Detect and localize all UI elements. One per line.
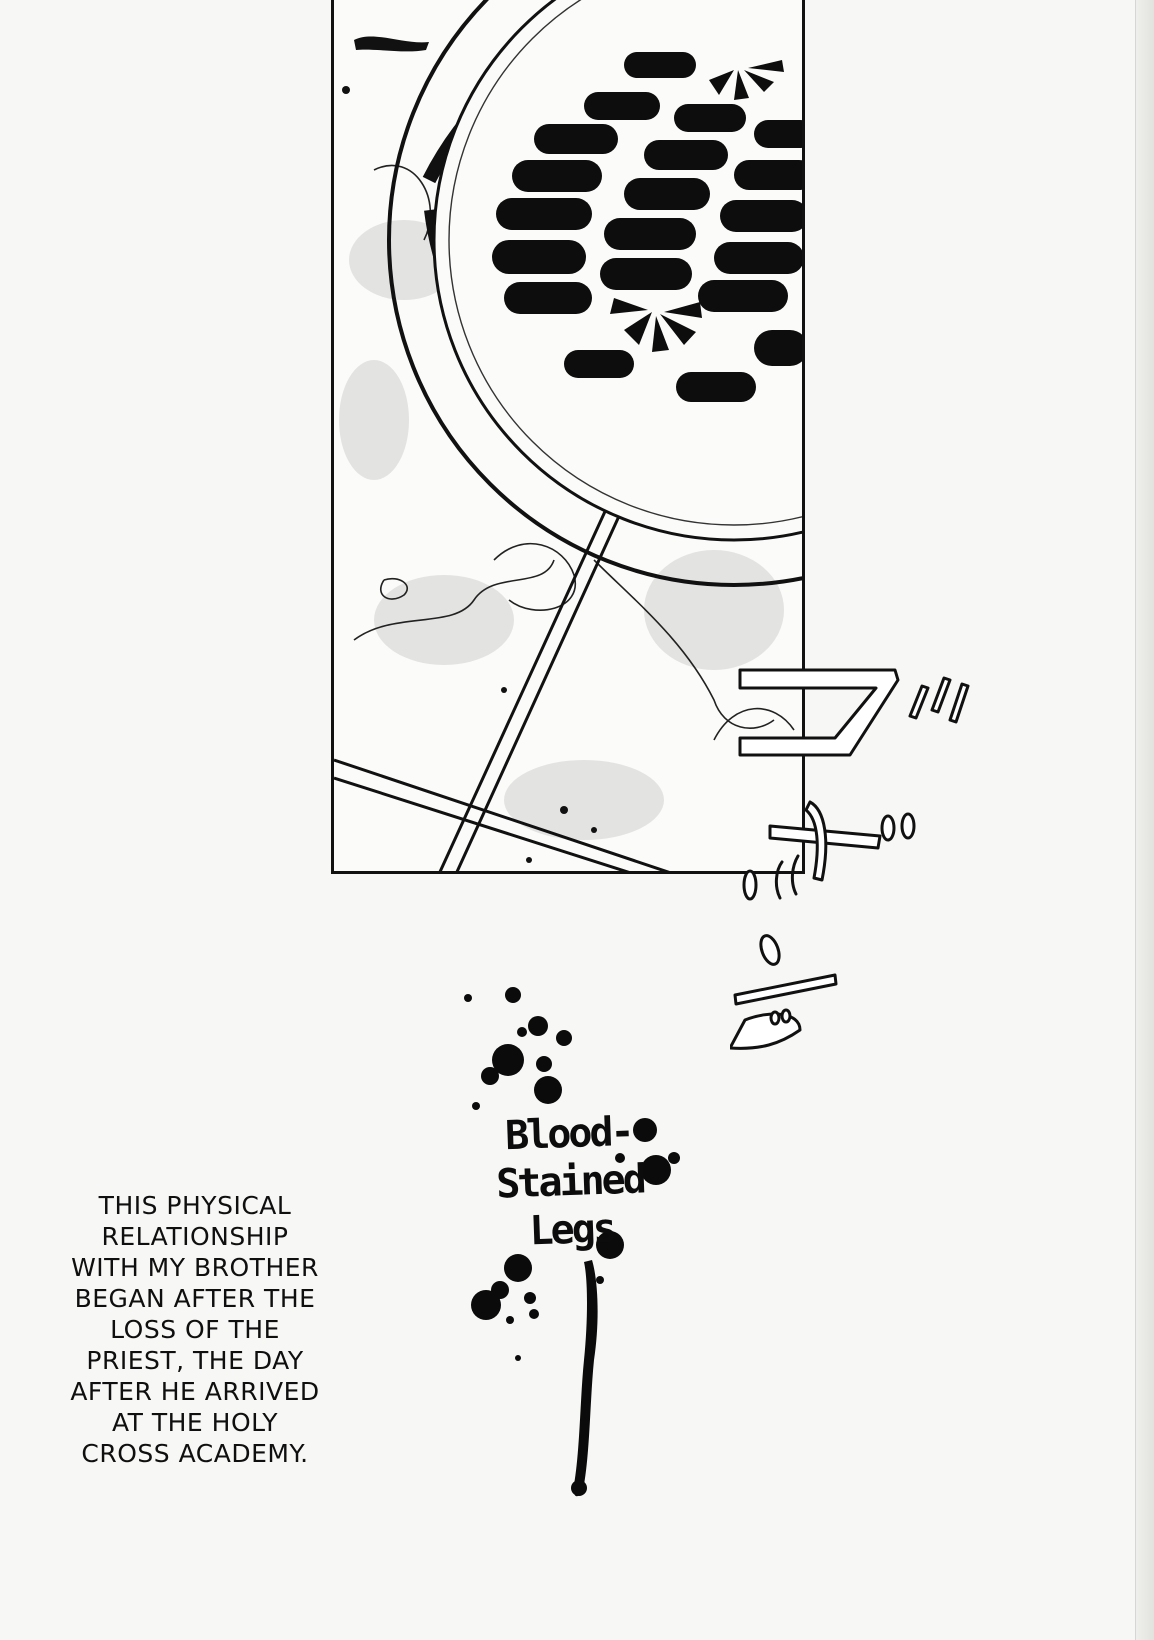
narration-line: PRIEST, THE DAY bbox=[86, 1346, 304, 1375]
page-edge bbox=[1135, 0, 1154, 1640]
narration-line: WITH MY BROTHER bbox=[71, 1253, 319, 1282]
narration-line: CROSS ACADEMY. bbox=[81, 1439, 309, 1468]
narration-line: THIS PHYSICAL bbox=[98, 1191, 292, 1220]
title-line: Blood- bbox=[504, 1108, 633, 1160]
title-line: Stained bbox=[495, 1156, 645, 1208]
narration-line: LOSS OF THE bbox=[110, 1315, 280, 1344]
sound-effect-icon bbox=[730, 668, 970, 1050]
narration-line: RELATIONSHIP bbox=[101, 1222, 289, 1251]
title-line: Legs bbox=[528, 1205, 615, 1255]
drain-panel bbox=[331, 0, 805, 874]
blood-splatter-icon bbox=[464, 987, 680, 1497]
narration-caption: THIS PHYSICAL RELATIONSHIP WITH MY BROTH… bbox=[30, 1190, 360, 1469]
story-title: Blood- Stained Legs bbox=[468, 1107, 673, 1258]
narration-line: AFTER HE ARRIVED bbox=[70, 1377, 320, 1406]
narration-line: AT THE HOLY bbox=[111, 1408, 279, 1437]
narration-line: BEGAN AFTER THE bbox=[74, 1284, 316, 1313]
shower-drain-icon bbox=[334, 0, 802, 871]
